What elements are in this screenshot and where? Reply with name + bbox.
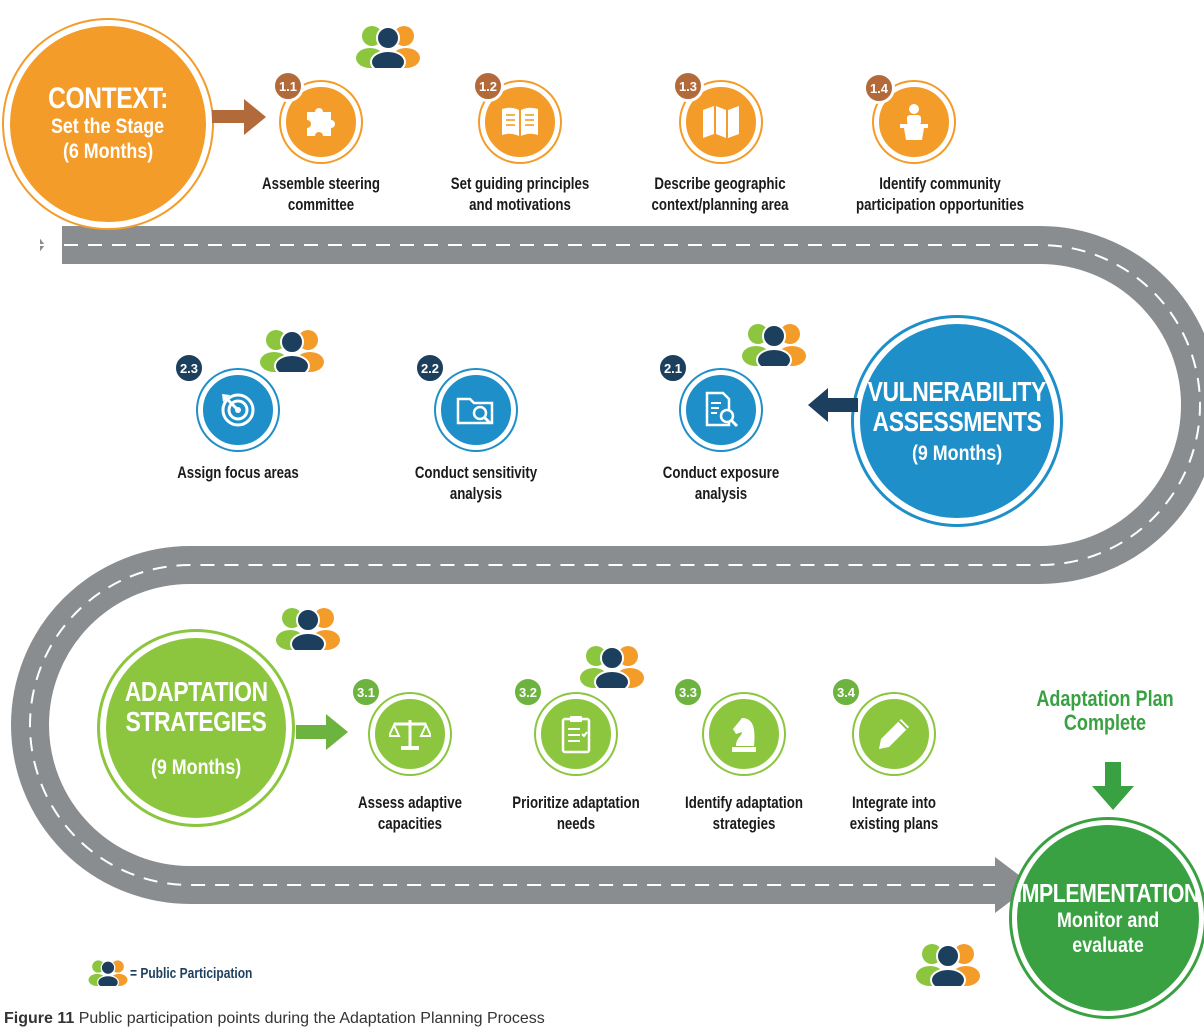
podium-speaker-icon (900, 104, 928, 140)
vulnerability-title-line1: VULNERABILITY (867, 375, 1047, 407)
map-icon (703, 106, 739, 138)
adaptation-arrow (296, 714, 348, 750)
implementation-subtitle-line1: Monitor and (1056, 909, 1160, 932)
public-participation-icon (276, 608, 340, 650)
step-3-2-circle (536, 694, 616, 774)
target-icon (221, 393, 255, 427)
chess-knight-icon (732, 718, 756, 752)
step-2-1-badge: 2.1 (657, 352, 689, 384)
book-icon (502, 107, 538, 136)
context-subtitle: Set the Stage (51, 115, 165, 138)
step-2-3-badge: 2.3 (173, 352, 205, 384)
implementation-title: IMPLEMENTATION (1016, 878, 1200, 908)
public-participation-icon (742, 324, 806, 366)
clipboard-icon (561, 716, 591, 754)
step-3-1-badge: 3.1 (350, 676, 382, 708)
step-3-3-badge: 3.3 (672, 676, 704, 708)
public-participation-icon (356, 26, 420, 68)
legend-label: = Public Participation (130, 965, 253, 982)
scales-icon (389, 720, 431, 750)
step-2-3-circle (198, 370, 278, 450)
implementation-phase-circle: IMPLEMENTATION Monitor and evaluate (1012, 820, 1204, 1016)
step-3-4-badge: 3.4 (830, 676, 862, 708)
figure-caption: Figure 11 Public participation points du… (4, 1010, 545, 1028)
context-duration: (6 Months) (62, 140, 154, 163)
step-3-1-circle (370, 694, 450, 774)
step-1-4-badge: 1.4 (863, 72, 895, 104)
context-title: CONTEXT: (48, 82, 168, 115)
public-participation-icon (260, 330, 324, 372)
step-1-3-circle (681, 82, 761, 162)
document-search-icon (705, 391, 739, 428)
plan-complete-label: Adaptation Plan Complete (1027, 687, 1183, 735)
step-1-3-badge: 1.3 (672, 70, 704, 102)
step-3-3-circle (704, 694, 784, 774)
folder-search-icon (456, 397, 494, 425)
plan-complete-line1: Adaptation Plan (1036, 686, 1174, 711)
context-phase-circle: CONTEXT: Set the Stage (6 Months) (4, 20, 212, 228)
step-1-4-circle (874, 82, 954, 162)
step-2-2-circle (436, 370, 516, 450)
adaptation-title-line1: ADAPTATION (124, 675, 268, 707)
vulnerability-phase-circle: VULNERABILITY ASSESSMENTS (9 Months) (854, 318, 1060, 524)
legend-public-participation-icon (88, 960, 128, 986)
step-2-1-circle (681, 370, 761, 450)
figure-number: Figure 11 (4, 1010, 75, 1027)
context-arrow (212, 99, 266, 135)
adaptation-phase-circle: ADAPTATION STRATEGIES (9 Months) (100, 632, 292, 824)
public-participation-icon (916, 944, 980, 986)
adaptation-duration: (9 Months) (150, 755, 242, 779)
step-2-3-label: Assign focus areas (177, 463, 299, 482)
public-participation-icon (580, 646, 644, 688)
vulnerability-duration: (9 Months) (911, 441, 1003, 465)
vulnerability-arrow (808, 388, 858, 422)
vulnerability-title-line2: ASSESSMENTS (872, 405, 1042, 437)
step-1-1-badge: 1.1 (272, 70, 304, 102)
step-3-4-circle (854, 694, 934, 774)
plan-complete-line2: Complete (1063, 710, 1147, 735)
step-1-2-badge: 1.2 (472, 70, 504, 102)
adaptation-title-line2: STRATEGIES (125, 705, 267, 737)
step-1-1-circle (281, 82, 361, 162)
step-3-2-badge: 3.2 (512, 676, 544, 708)
step-2-2-badge: 2.2 (414, 352, 446, 384)
implementation-subtitle-line2: evaluate (1072, 934, 1144, 957)
pen-icon (879, 719, 909, 749)
puzzle-icon (307, 108, 335, 136)
figure-caption-text: Public participation points during the A… (78, 1010, 545, 1027)
plan-complete-arrow (1092, 762, 1134, 810)
